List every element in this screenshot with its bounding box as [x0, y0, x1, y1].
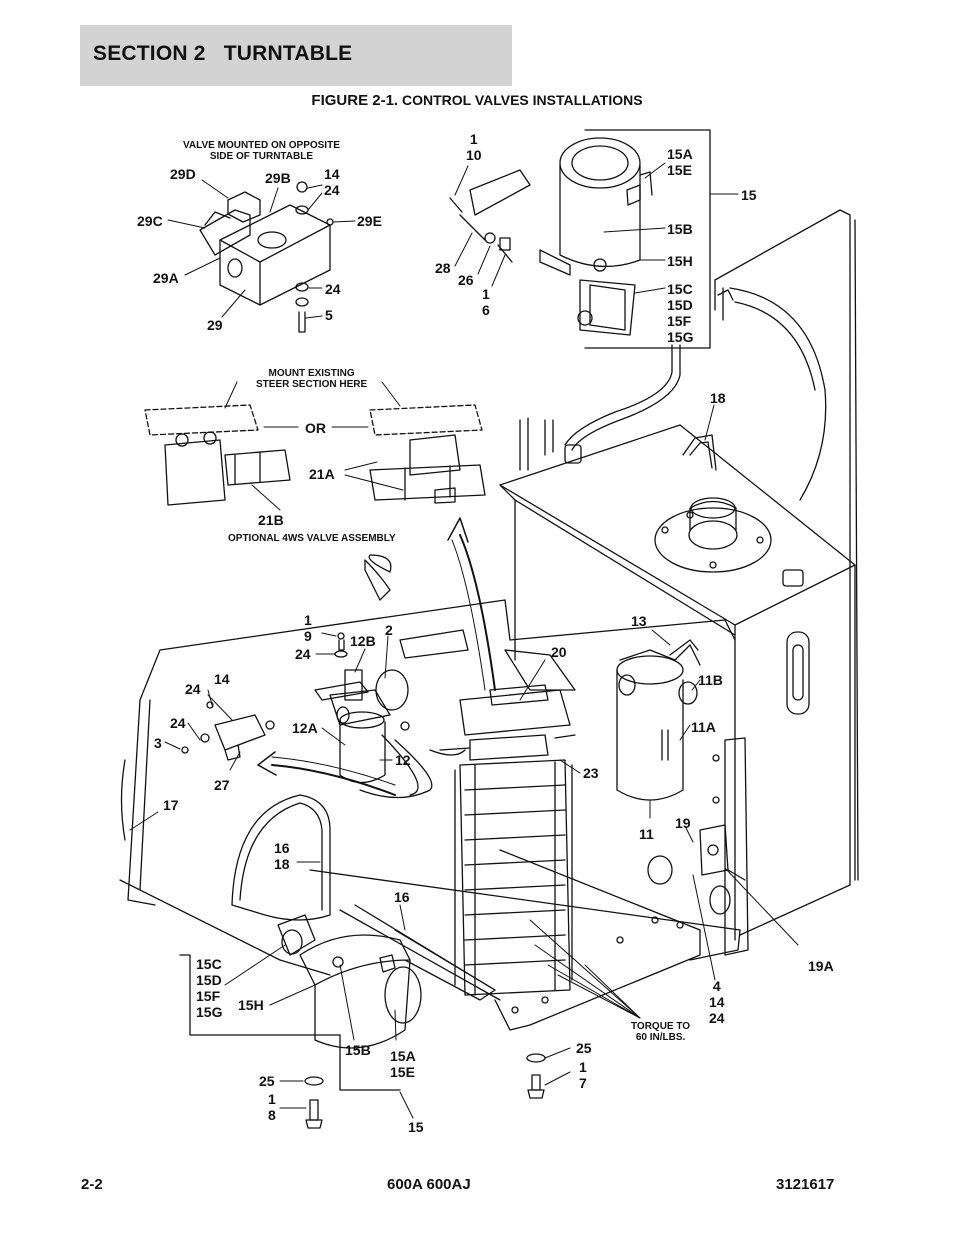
optional-4ws-valve — [144, 404, 486, 506]
callout-15h-bottom: 15H — [238, 997, 264, 1013]
note-valve-opposite-side: VALVE MOUNTED ON OPPOSITE SIDE OF TURNTA… — [183, 140, 340, 162]
side-wall — [647, 209, 859, 956]
callout-15c-15d-15f-15g-top: 15C 15D 15F 15G — [667, 281, 694, 345]
solenoid-valve-top — [449, 129, 711, 349]
note-optional-4ws: OPTIONAL 4WS VALVE ASSEMBLY — [228, 533, 396, 544]
bracket-16 — [231, 794, 331, 921]
callout-29c: 29C — [137, 213, 163, 229]
callout-4-14-24: 4 14 24 — [709, 978, 725, 1026]
callout-12: 12 — [395, 752, 411, 768]
filter-assembly — [616, 639, 746, 881]
callout-12a: 12A — [292, 720, 318, 736]
valve-bank — [439, 684, 576, 996]
callout-24-c: 24 — [170, 715, 186, 731]
callout-29d: 29D — [170, 166, 196, 182]
callout-15c-15d-15f-15g-bottom: 15C 15D 15F 15G — [196, 956, 223, 1020]
document-number: 3121617 — [776, 1176, 835, 1193]
callout-19: 19 — [675, 815, 691, 831]
callout-1-7: 1 7 — [579, 1059, 587, 1091]
callout-13: 13 — [631, 613, 647, 629]
callout-2: 2 — [385, 622, 393, 638]
callout-1-10: 1 10 — [466, 131, 482, 163]
callout-29e: 29E — [357, 213, 382, 229]
callout-24-mid: 24 — [325, 281, 341, 297]
callout-27: 27 — [214, 777, 230, 793]
label-or: OR — [305, 420, 326, 436]
callout-14-b: 14 — [214, 671, 230, 687]
callout-14-24: 14 24 — [324, 166, 340, 198]
figure-number: FIGURE 2-1. — [311, 92, 399, 109]
callout-19a: 19A — [808, 958, 834, 974]
callout-21b: 21B — [258, 512, 284, 528]
callout-1-9: 1 9 — [304, 612, 312, 644]
callout-29b: 29B — [265, 170, 291, 186]
callout-15a-15e-top: 15A 15E — [667, 146, 693, 178]
leader-lines — [129, 162, 799, 1119]
callout-15-top: 15 — [741, 187, 757, 203]
hoses — [359, 344, 681, 799]
callout-15b-bottom: 15B — [345, 1042, 371, 1058]
note-mount-existing: MOUNT EXISTING STEER SECTION HERE — [256, 368, 368, 390]
section-header: SECTION 2 TURNTABLE — [80, 25, 512, 86]
callout-3: 3 — [154, 735, 162, 751]
callout-28: 28 — [435, 260, 451, 276]
callout-24-b: 24 — [185, 681, 201, 697]
page-number: 2-2 — [81, 1176, 103, 1193]
callout-25-right: 25 — [576, 1040, 592, 1056]
callout-16: 16 — [394, 889, 410, 905]
callout-11b: 11B — [698, 672, 723, 688]
callout-17: 17 — [163, 797, 179, 813]
figure-caption: CONTROL VALVES INSTALLATIONS — [401, 92, 643, 108]
callout-26: 26 — [458, 272, 474, 288]
turntable-frame — [119, 599, 741, 1031]
fasteners-bottom — [304, 1053, 546, 1129]
routing-arrows — [257, 517, 496, 796]
callout-11: 11 — [639, 826, 654, 842]
callout-20: 20 — [551, 644, 567, 660]
callout-1-8: 1 8 — [268, 1091, 276, 1123]
callout-15b-top: 15B — [667, 221, 693, 237]
callout-15h-top: 15H — [667, 253, 693, 269]
section-title: SECTION 2 TURNTABLE — [93, 42, 353, 65]
callout-15-bottom: 15 — [408, 1119, 424, 1135]
figure-title: FIGURE 2-1. CONTROL VALVES INSTALLATIONS — [0, 92, 954, 109]
valve-27 — [181, 701, 275, 761]
callout-15a-15e-bottom: 15A 15E — [390, 1048, 416, 1080]
valve-assembly-29 — [199, 181, 334, 333]
model-number: 600A 600AJ — [387, 1176, 471, 1193]
callout-16-18: 16 18 — [274, 840, 290, 872]
callout-18-top: 18 — [710, 390, 726, 406]
solenoid-valve-bottom — [179, 914, 496, 1091]
hydraulic-tank — [499, 424, 856, 941]
callout-1-6: 1 6 — [482, 286, 490, 318]
callout-29: 29 — [207, 317, 223, 333]
callout-29a: 29A — [153, 270, 179, 286]
callout-23: 23 — [583, 765, 599, 781]
callout-12b: 12B — [350, 633, 376, 649]
callout-25-left: 25 — [259, 1073, 275, 1089]
callout-5: 5 — [325, 307, 333, 323]
note-torque: TORQUE TO 60 IN/LBS. — [631, 1021, 691, 1043]
callout-21a: 21A — [309, 466, 335, 482]
callout-11a: 11A — [691, 719, 716, 735]
callout-24-a: 24 — [295, 646, 311, 662]
